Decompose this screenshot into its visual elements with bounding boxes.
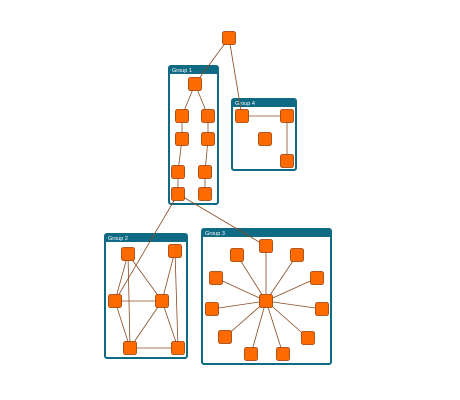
edge-g2b-g2d [161, 250, 176, 302]
edge-g2b-g2f [174, 250, 179, 349]
node-g1g[interactable] [198, 165, 212, 179]
group-title: Group 2 [108, 236, 128, 242]
edge-root-g1a [194, 37, 230, 85]
node-g2a[interactable] [121, 247, 135, 261]
node-g4b[interactable] [280, 109, 294, 123]
edge-g2c-g2e [114, 300, 131, 349]
node-g1e[interactable] [201, 132, 215, 146]
edge-g1h-g3s1 [177, 193, 267, 247]
node-g2c[interactable] [108, 294, 122, 308]
node-g2b[interactable] [168, 244, 182, 258]
group-header [232, 99, 296, 107]
group-header [105, 234, 187, 242]
node-g1h[interactable] [171, 187, 185, 201]
node-root[interactable] [222, 31, 236, 45]
node-g2f[interactable] [171, 341, 185, 355]
edge-g1h-g2c [114, 193, 179, 302]
edge-g3c-g3s6 [265, 300, 284, 355]
node-g3s8[interactable] [218, 330, 232, 344]
edge-g2d-g2f [161, 300, 179, 349]
node-g1a[interactable] [188, 77, 202, 91]
node-layer [108, 31, 329, 361]
node-g3s10[interactable] [209, 271, 223, 285]
edge-g2d-g2e [129, 300, 163, 349]
edge-g3c-g3s4 [265, 300, 323, 310]
node-g3s7[interactable] [244, 347, 258, 361]
node-g3s4[interactable] [315, 302, 329, 316]
group-title: Group 3 [205, 231, 225, 237]
node-g4a[interactable] [235, 109, 249, 123]
group-header [202, 229, 331, 237]
edge-g3c-g3s5 [265, 300, 309, 339]
edge-g3c-g3s7 [250, 300, 267, 355]
group-title: Group 4 [235, 101, 255, 107]
edge-g3c-g3s2 [265, 254, 298, 302]
node-g3s1[interactable] [259, 239, 273, 253]
node-g2d[interactable] [155, 294, 169, 308]
edge-root-g4a [228, 37, 243, 117]
edge-g3c-g3s9 [211, 300, 267, 310]
node-g4d[interactable] [280, 154, 294, 168]
edge-g3c-g3s10 [215, 277, 267, 302]
node-g1f[interactable] [171, 165, 185, 179]
group-layer: Group 1 Group 2 Group 3 Group 4 [104, 65, 332, 365]
node-g1b[interactable] [175, 109, 189, 123]
group-title: Group 1 [172, 68, 192, 74]
node-g3s9[interactable] [205, 302, 219, 316]
edge-g2a-g2c [114, 253, 129, 302]
node-g4c[interactable] [258, 132, 272, 146]
node-g3s5[interactable] [301, 331, 315, 345]
edge-g3c-g3s8 [224, 300, 267, 338]
node-g3c[interactable] [259, 294, 273, 308]
edge-g2a-g2d [127, 253, 163, 302]
node-g3s11[interactable] [230, 248, 244, 262]
node-g1d[interactable] [175, 132, 189, 146]
edge-g3c-g3s11 [236, 254, 267, 302]
node-g3s3[interactable] [310, 271, 324, 285]
node-g3s6[interactable] [276, 347, 290, 361]
edge-g3c-g3s3 [265, 277, 318, 302]
group-header [169, 66, 218, 74]
node-g1c[interactable] [201, 109, 215, 123]
node-g3s2[interactable] [290, 248, 304, 262]
node-g2e[interactable] [123, 341, 137, 355]
node-g1i[interactable] [198, 187, 212, 201]
group-container-g2[interactable]: Group 2 [104, 233, 188, 359]
